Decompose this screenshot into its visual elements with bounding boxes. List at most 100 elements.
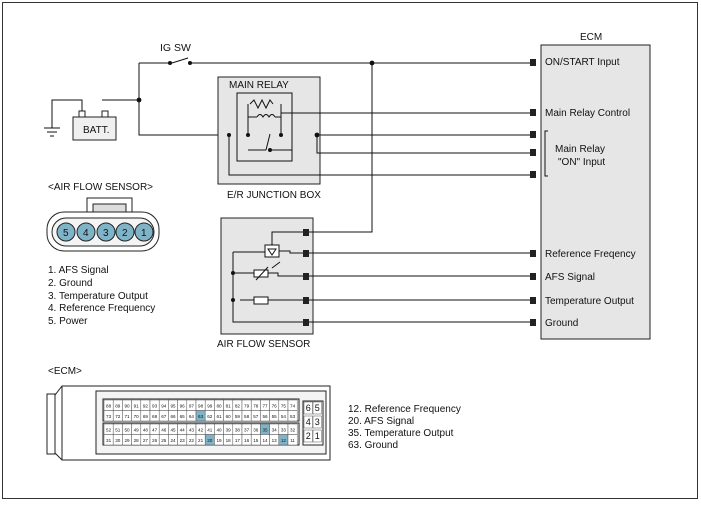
afs-pin-1: 1: [141, 228, 147, 239]
ecm-pin-number: 19: [216, 438, 222, 443]
ecm-pin-main-relay: Main Relay: [555, 144, 605, 155]
ecm-pin-number: 66: [170, 414, 176, 419]
ecm-pin-number: 71: [124, 414, 130, 419]
ecm-pin-number: 95: [170, 404, 176, 409]
ecm-pin-number: 76: [272, 404, 278, 409]
ecm-pin-number: 53: [290, 414, 296, 419]
ecm-side-pin-cell: [303, 415, 313, 429]
ecm-pin-number: 92: [143, 404, 149, 409]
ecm-pin-number: 50: [124, 428, 130, 433]
battery-symbol: [44, 99, 117, 141]
wire-relay-on-3: [228, 135, 530, 176]
ecm-pin-number: 38: [235, 428, 241, 433]
ecm-pin-ground: Ground: [545, 318, 578, 329]
ecm-pin-number: 73: [106, 414, 112, 419]
ecm-pin-number: 64: [189, 414, 195, 419]
ecm-side-pin-cell: [312, 401, 322, 415]
main-relay-label: MAIN RELAY: [229, 80, 289, 91]
afs-connector-title: <AIR FLOW SENSOR>: [48, 182, 153, 193]
ecm-pin-number: 11: [290, 438, 295, 443]
ecm-pin-number: 27: [143, 438, 149, 443]
ecm-pin-number: 34: [272, 428, 278, 433]
ecm-pin-number: 37: [244, 428, 250, 433]
ecm-pin-number: 91: [134, 404, 140, 409]
ecm-pin-number: 41: [207, 428, 213, 433]
afs-pin-terminals: [303, 229, 309, 326]
ecm-pin-on-start: ON/START Input: [545, 57, 620, 68]
ecm-pin-number: 70: [134, 414, 140, 419]
afs-pin-2: 2: [122, 228, 128, 239]
ecm-pin-cell: [287, 410, 298, 422]
ecm-connector-title: <ECM>: [48, 366, 82, 377]
ecm-pin-number: 25: [161, 438, 167, 443]
ecm-pin-number: 44: [180, 428, 186, 433]
ecm-pin-number: 72: [115, 414, 121, 419]
ecm-pin-number: 59: [235, 414, 241, 419]
ecm-pin-number: 63: [198, 414, 204, 419]
ecm-pin-number: 78: [253, 404, 259, 409]
ecm-side-pin-number: 4: [306, 417, 311, 427]
junction-box: [217, 76, 321, 185]
ecm-pin-number: 31: [106, 438, 112, 443]
ecm-pin-number: 28: [134, 438, 140, 443]
ecm-pin-number: 17: [235, 438, 241, 443]
ecm-pin-number: 29: [124, 438, 130, 443]
ecm-side-pin-number: 1: [315, 431, 320, 441]
ecm-pin-number: 48: [143, 428, 149, 433]
ecm-pin-number: 12: [281, 438, 287, 443]
ecm-side-pin-cell: [303, 429, 313, 443]
wire-relay-on-2: [316, 135, 530, 154]
battery-label: BATT.: [83, 125, 109, 136]
ecm-pin-number: 68: [152, 414, 158, 419]
ecm-pin-number: 46: [161, 428, 167, 433]
ecm-pin-number: 45: [170, 428, 176, 433]
ecm-pin-number: 75: [281, 404, 287, 409]
ecm-pin-number: 16: [244, 438, 250, 443]
ecm-pin-number: 80: [216, 404, 222, 409]
ecm-pin-number: 90: [124, 404, 130, 409]
air-flow-sensor-label: AIR FLOW SENSOR: [217, 339, 310, 350]
ecm-pin-number: 24: [170, 438, 176, 443]
ecm-side-pin-number: 6: [306, 403, 311, 413]
ecm-pin-number: 93: [152, 404, 158, 409]
afs-pin-3: 3: [103, 228, 109, 239]
ecm-box: [540, 44, 651, 340]
wire-battery-feed: [138, 63, 530, 136]
main-relay-symbol: [227, 92, 293, 162]
ecm-pin-number: 74: [290, 404, 296, 409]
ecm-pin-number: 14: [262, 438, 268, 443]
ig-sw-label: IG SW: [160, 42, 191, 54]
ecm-pin-number: 30: [115, 438, 121, 443]
ecm-bracket: [544, 130, 548, 177]
ecm-pin-number: 58: [244, 414, 250, 419]
ecm-pin-number: 99: [207, 404, 213, 409]
ig-switch-symbol: [168, 57, 192, 65]
ecm-pin-number: 56: [262, 414, 268, 419]
ecm-pin-number: 57: [253, 414, 259, 419]
ecm-pin-number: 18: [226, 438, 232, 443]
ecm-side-pin-cell: [303, 401, 313, 415]
ecm-title: ECM: [580, 32, 602, 43]
ecm-pin-temperature: Temperature Output: [545, 296, 634, 307]
ecm-pin-number: 88: [106, 404, 112, 409]
ecm-pin-number: 81: [226, 404, 232, 409]
ecm-pin-number: 94: [161, 404, 167, 409]
ecm-pin-number: 22: [189, 438, 195, 443]
afs-internal-circuit: [231, 231, 303, 323]
ecm-pin-terminals: [530, 59, 536, 326]
ecm-pin-number: 79: [244, 404, 250, 409]
ecm-pin-number: 97: [189, 404, 195, 409]
afs-pin-4: 4: [83, 228, 89, 239]
ecm-side-pin-number: 5: [315, 403, 320, 413]
ecm-pin-number: 47: [152, 428, 158, 433]
ecm-pin-relay-control: Main Relay Control: [545, 108, 630, 119]
ecm-pin-number: 60: [226, 414, 232, 419]
ecm-pin-number: 21: [198, 438, 204, 443]
ecm-pin-number: 20: [207, 438, 213, 443]
ecm-legend-item: 20. AFS Signal: [348, 416, 414, 427]
ecm-pin-number: 61: [216, 414, 222, 419]
